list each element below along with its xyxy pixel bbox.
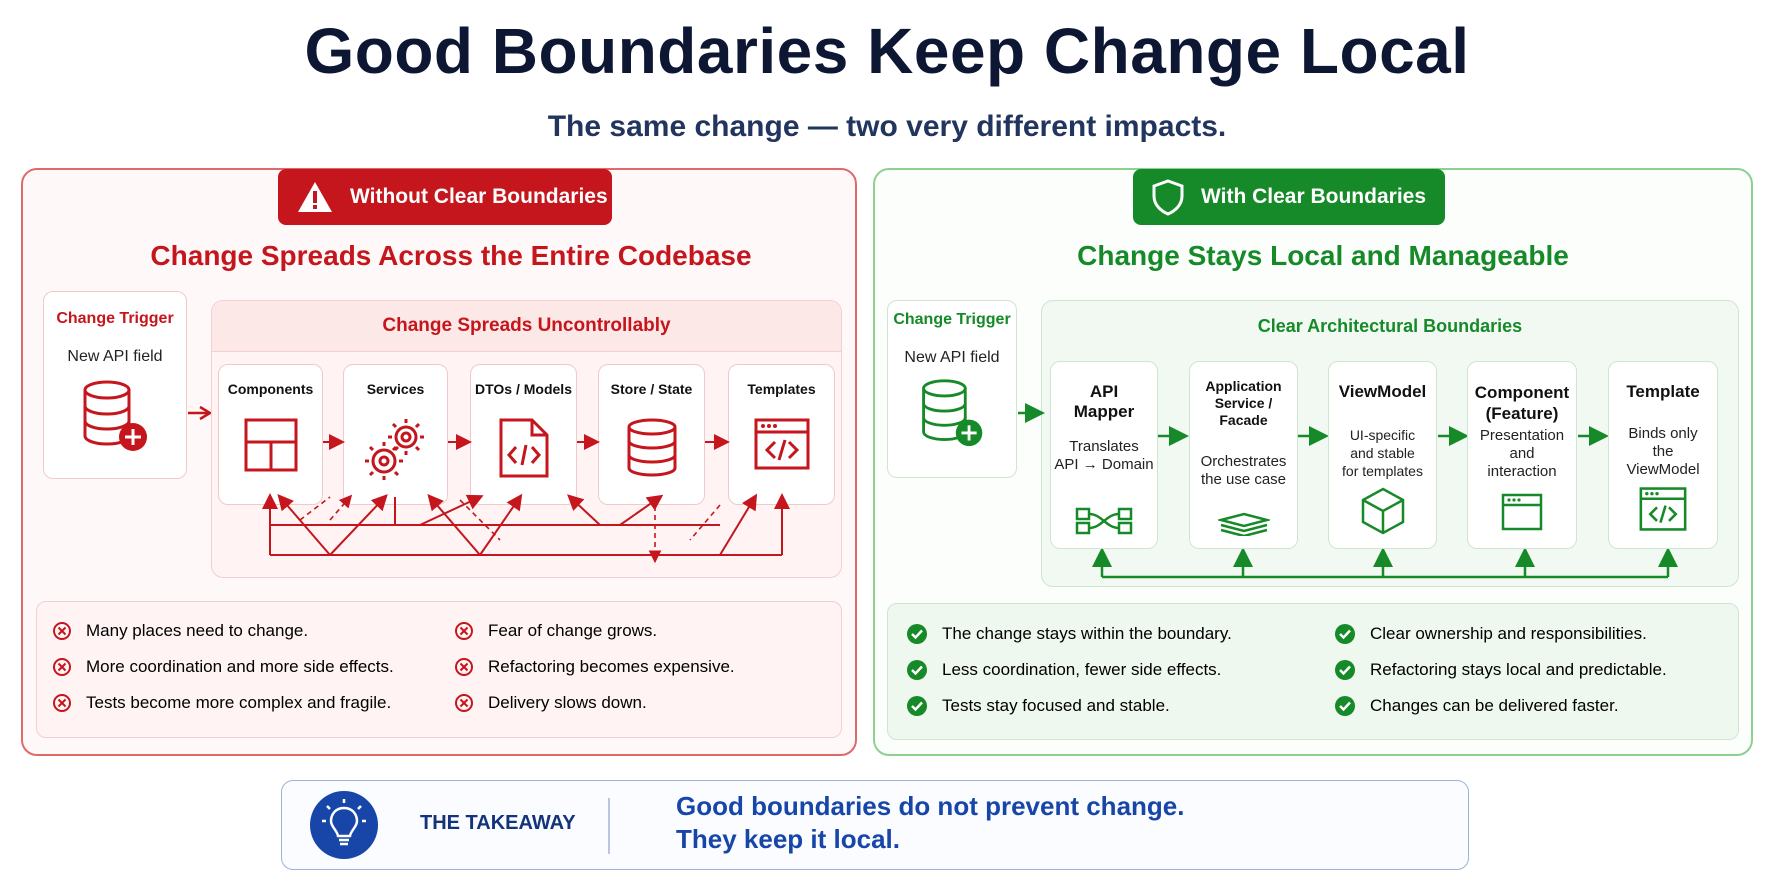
component-title: Component(Feature) [1474,383,1570,423]
component-title: Store / State [610,381,693,397]
component-title: Template [1626,382,1700,401]
x-circle-icon [455,658,473,676]
without-boundaries-tab: Without Clear Boundaries [278,169,612,225]
trigger-text: New API field [67,348,163,365]
tab-label: Without Clear Boundaries [350,185,608,208]
list-item: Tests stay focused and stable. [906,695,1170,717]
component-title: Templates [747,381,816,397]
right-change-trigger: Change Trigger New API field [887,300,1017,478]
check-circle-icon [907,624,927,644]
list-item: Refactoring becomes expensive. [454,657,735,677]
page-subtitle: The same change — two very different imp… [547,110,1227,143]
code-window-icon [754,418,809,470]
list-item: Changes can be delivered faster. [1334,695,1619,717]
check-circle-icon [1335,624,1355,644]
right-heading: Change Stays Local and Manageable [1077,240,1569,271]
layout-icon [244,418,297,472]
takeaway-divider [608,798,610,854]
zone-title: Clear Architectural Boundaries [1257,316,1523,336]
layers-icon [1217,512,1270,536]
x-circle-icon [455,622,473,640]
database-plus-icon [83,380,147,451]
cube-icon [1361,487,1404,535]
list-item: The change stays within the boundary. [906,623,1232,645]
trigger-title: Change Trigger [56,310,174,327]
trigger-text: New API field [904,349,1000,366]
gears-icon [364,419,424,480]
component-title: ViewModel [1338,382,1427,401]
check-circle-icon [1335,696,1355,716]
takeaway-label: THE TAKEAWAY [420,812,576,834]
list-item: Clear ownership and responsibilities. [1334,623,1647,645]
tab-label: With Clear Boundaries [1201,185,1427,208]
x-circle-icon [53,694,71,712]
takeaway-box [281,780,1469,870]
database-plus-icon [922,379,983,447]
right-benefits-list [887,603,1739,740]
page-title: Good Boundaries Keep Change Local [304,15,1470,87]
lightbulb-icon [310,791,378,859]
left-heading: Change Spreads Across the Entire Codebas… [150,240,752,271]
component-title: Components [227,381,314,397]
warning-icon [298,182,332,212]
x-circle-icon [455,694,473,712]
list-item: Fear of change grows. [454,621,657,641]
code-file-icon [499,418,548,478]
left-change-trigger: Change Trigger New API field [43,291,187,479]
component-title: DTOs / Models [475,381,572,397]
list-item: Delivery slows down. [454,693,647,713]
window-icon [1501,493,1543,531]
with-boundaries-tab: With Clear Boundaries [1133,169,1445,225]
list-item: Tests become more complex and fragile. [52,693,391,713]
trigger-title: Change Trigger [893,311,1011,328]
list-item: Less coordination, fewer side effects. [906,659,1221,681]
x-circle-icon [53,622,71,640]
check-circle-icon [907,660,927,680]
mapper-icon [1075,507,1133,535]
component-title: Services [366,381,425,397]
code-window-icon [1639,487,1687,531]
list-item: More coordination and more side effects. [52,657,394,677]
list-item: Many places need to change. [52,621,308,641]
shield-icon [1152,179,1184,216]
list-item: Refactoring stays local and predictable. [1334,659,1667,681]
left-consequences-list [36,601,842,738]
templates-box: Templates [728,364,835,505]
takeaway-message: Good boundaries do not prevent change. T… [676,791,1185,854]
database-icon [627,418,676,477]
check-circle-icon [1335,660,1355,680]
zone-title: Change Spreads Uncontrollably [212,301,841,352]
x-circle-icon [53,658,71,676]
check-circle-icon [907,696,927,716]
